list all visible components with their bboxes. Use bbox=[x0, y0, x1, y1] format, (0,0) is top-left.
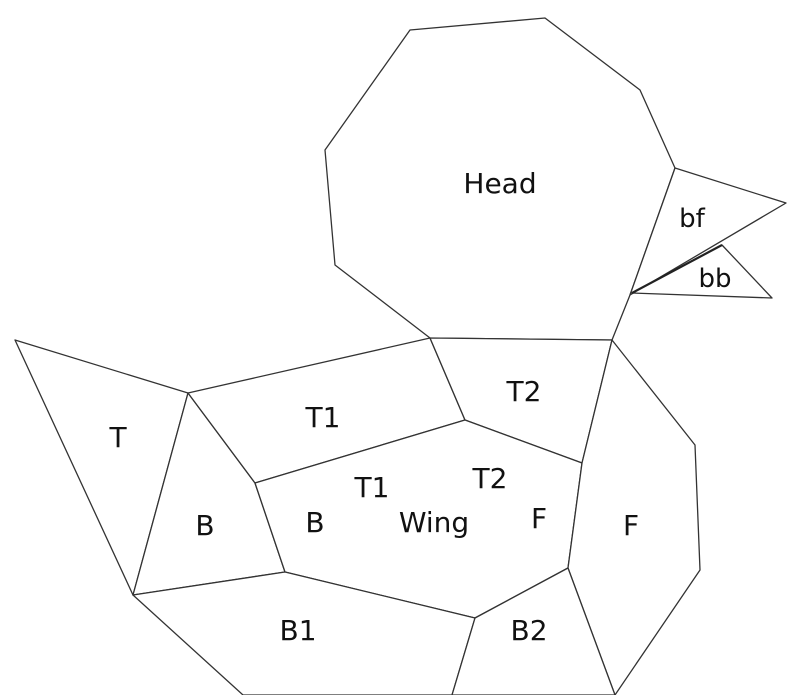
wing-b-label: B bbox=[305, 506, 324, 539]
beak-front-label: bf bbox=[679, 204, 706, 234]
beak-back-label: bb bbox=[698, 264, 731, 294]
tail-base-label: B bbox=[195, 509, 214, 542]
wing-f-label: F bbox=[531, 502, 547, 535]
tail-label: T bbox=[108, 421, 127, 454]
bottom-2-label: B2 bbox=[510, 614, 547, 647]
wing-t1-label: T1 bbox=[354, 471, 390, 504]
wing-label: Wing bbox=[399, 506, 469, 539]
wing-t2-label: T2 bbox=[472, 462, 508, 495]
top-1-label: T1 bbox=[305, 401, 341, 434]
top-2-label: T2 bbox=[506, 375, 542, 408]
head-label: Head bbox=[463, 167, 536, 200]
bottom-1-label: B1 bbox=[279, 614, 316, 647]
front-label: F bbox=[623, 509, 639, 542]
